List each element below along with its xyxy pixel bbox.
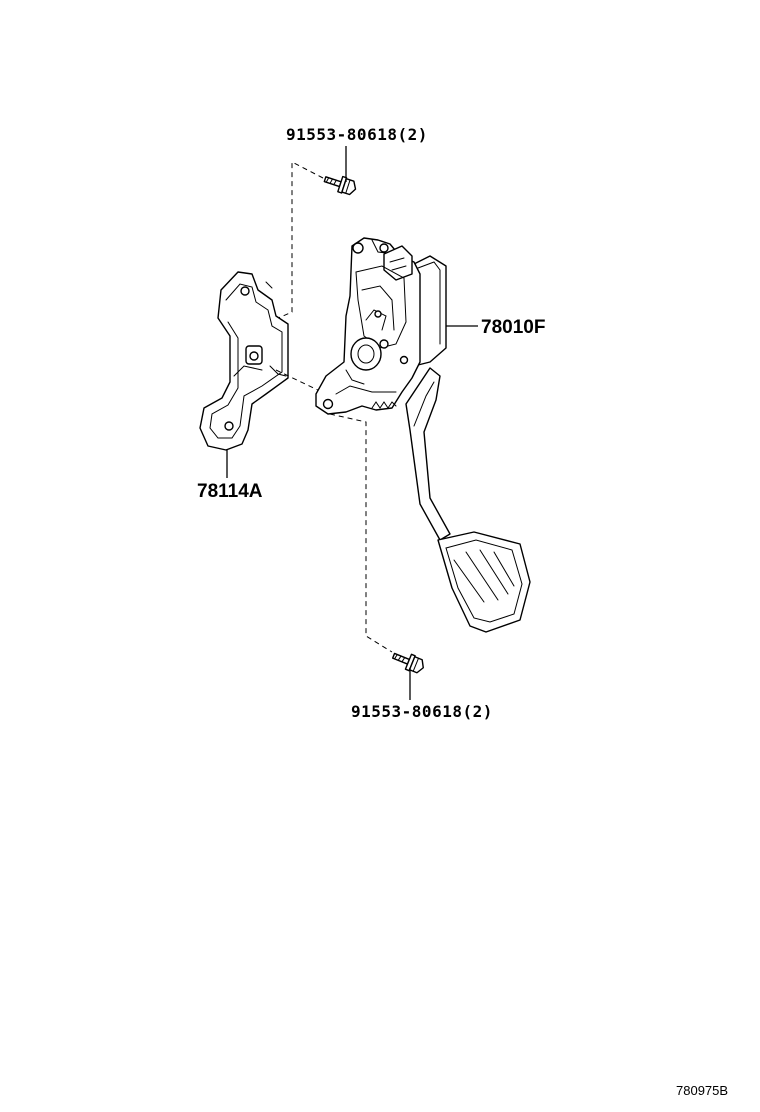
drawing-number: 780975B (676, 1083, 728, 1098)
bracket-78114A[interactable] (199, 271, 289, 451)
label-bracket: 78114A (197, 481, 263, 502)
guide-bolt-bottom (329, 413, 393, 653)
bolt-top[interactable] (323, 172, 358, 197)
label-bolt-bottom: 91553-80618(2) (351, 702, 493, 721)
bolt-bottom[interactable] (391, 648, 427, 675)
label-bolt-top: 91553-80618(2) (286, 125, 428, 144)
pedal-assembly-78010F[interactable] (315, 237, 531, 633)
guide-bolt-top (275, 161, 324, 320)
label-pedal-assembly: 78010F (481, 317, 545, 338)
